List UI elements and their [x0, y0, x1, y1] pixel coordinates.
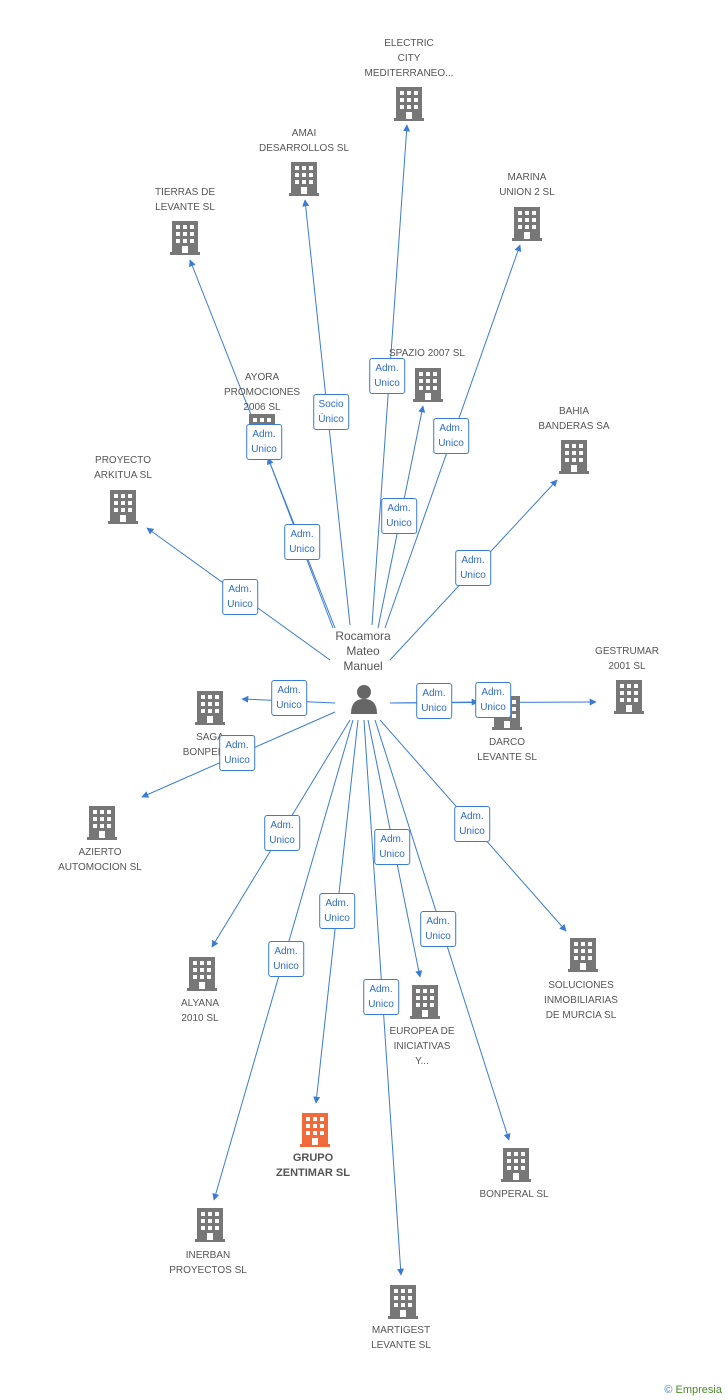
- relation-badge-alyana: Adm. Unico: [264, 815, 300, 851]
- building-icon-grupo[interactable]: [300, 1113, 330, 1147]
- company-label-spazio[interactable]: SPAZIO 2007 SL: [389, 348, 465, 359]
- company-label-alyana[interactable]: ALYANA 2010 SL: [181, 998, 219, 1024]
- relation-badge-spazio: Adm. Unico: [381, 498, 417, 534]
- building-icon-spazio[interactable]: [413, 368, 443, 402]
- relation-badge-bahia: Adm. Unico: [455, 550, 491, 586]
- relation-badge-martigest: Adm. Unico: [363, 979, 399, 1015]
- relation-badge-europea: Adm. Unico: [374, 829, 410, 865]
- relation-badge-bonperal: Adm. Unico: [420, 911, 456, 947]
- relation-badge-darco: Adm. Unico: [416, 683, 452, 719]
- company-label-amai[interactable]: AMAI DESARROLLOS SL: [258, 128, 350, 154]
- building-icon-soluciones[interactable]: [568, 938, 598, 972]
- relation-badge-soluciones: Adm. Unico: [454, 806, 490, 842]
- brand-name: Empresia: [675, 1384, 722, 1396]
- company-label-bahia[interactable]: BAHIA BANDERAS SA: [538, 406, 610, 432]
- relation-badge-gestrumar: Adm. Unico: [475, 682, 511, 718]
- building-icon-amai[interactable]: [289, 162, 319, 196]
- building-icon-bahia[interactable]: [559, 440, 589, 474]
- copyright-symbol: ©: [664, 1384, 673, 1396]
- company-label-ayora[interactable]: AYORA PROMOCIONES 2006 SL: [223, 372, 301, 413]
- relation-badge-inerban: Adm. Unico: [268, 941, 304, 977]
- building-icon-martigest[interactable]: [388, 1285, 418, 1319]
- company-label-darco[interactable]: DARCO LEVANTE SL: [477, 737, 537, 763]
- company-label-europea[interactable]: EUROPEA DE INICIATIVAS Y...: [389, 1026, 455, 1067]
- building-icon-europea[interactable]: [410, 985, 440, 1019]
- building-icon-bonperal[interactable]: [501, 1148, 531, 1182]
- building-icon-tierras[interactable]: [170, 221, 200, 255]
- company-label-electric[interactable]: ELECTRIC CITY MEDITERRANEO...: [364, 38, 454, 79]
- company-label-martigest[interactable]: MARTIGEST LEVANTE SL: [371, 1325, 431, 1351]
- company-label-soluciones[interactable]: SOLUCIONES INMOBILIARIAS DE MURCIA SL: [544, 980, 618, 1021]
- building-icon-gestrumar[interactable]: [614, 680, 644, 714]
- building-icon-electric[interactable]: [394, 87, 424, 121]
- relation-badge-marina: Adm. Unico: [433, 418, 469, 454]
- relation-badge-saga: Adm. Unico: [271, 680, 307, 716]
- building-icon-azierto[interactable]: [87, 806, 117, 840]
- center-person-label[interactable]: Rocamora Mateo Manuel: [335, 629, 391, 673]
- company-label-grupo[interactable]: GRUPO ZENTIMAR SL: [276, 1152, 350, 1179]
- footer-brand: © Empresia: [664, 1384, 722, 1396]
- building-icon-alyana[interactable]: [187, 957, 217, 991]
- building-icon-marina[interactable]: [512, 207, 542, 241]
- person-icon[interactable]: [351, 685, 377, 714]
- relation-badge-ayora: Adm. Unico: [284, 524, 320, 560]
- building-icon-saga[interactable]: [195, 691, 225, 725]
- relation-badge-azierto: Adm. Unico: [219, 735, 255, 771]
- relation-badge-grupo: Adm. Unico: [319, 893, 355, 929]
- relation-badge-electric: Adm. Unico: [369, 358, 405, 394]
- company-label-inerban[interactable]: INERBAN PROYECTOS SL: [169, 1250, 247, 1276]
- building-icon-proyecto[interactable]: [108, 490, 138, 524]
- company-label-saga[interactable]: SAGA BONPERAL: [182, 732, 238, 758]
- company-label-proyecto[interactable]: PROYECTO ARKITUA SL: [94, 455, 152, 481]
- relation-badge-tierras: Adm. Unico: [246, 424, 282, 460]
- company-label-tierras[interactable]: TIERRAS DE LEVANTE SL: [154, 187, 216, 213]
- building-icon-inerban[interactable]: [195, 1208, 225, 1242]
- relation-badge-amai: Socio Único: [313, 394, 349, 430]
- relation-badge-proyecto: Adm. Unico: [222, 579, 258, 615]
- company-label-marina[interactable]: MARINA UNION 2 SL: [499, 172, 555, 198]
- company-label-azierto[interactable]: AZIERTO AUTOMOCION SL: [58, 847, 142, 873]
- company-label-bonperal[interactable]: BONPERAL SL: [479, 1189, 549, 1200]
- company-label-gestrumar[interactable]: GESTRUMAR 2001 SL: [595, 646, 659, 672]
